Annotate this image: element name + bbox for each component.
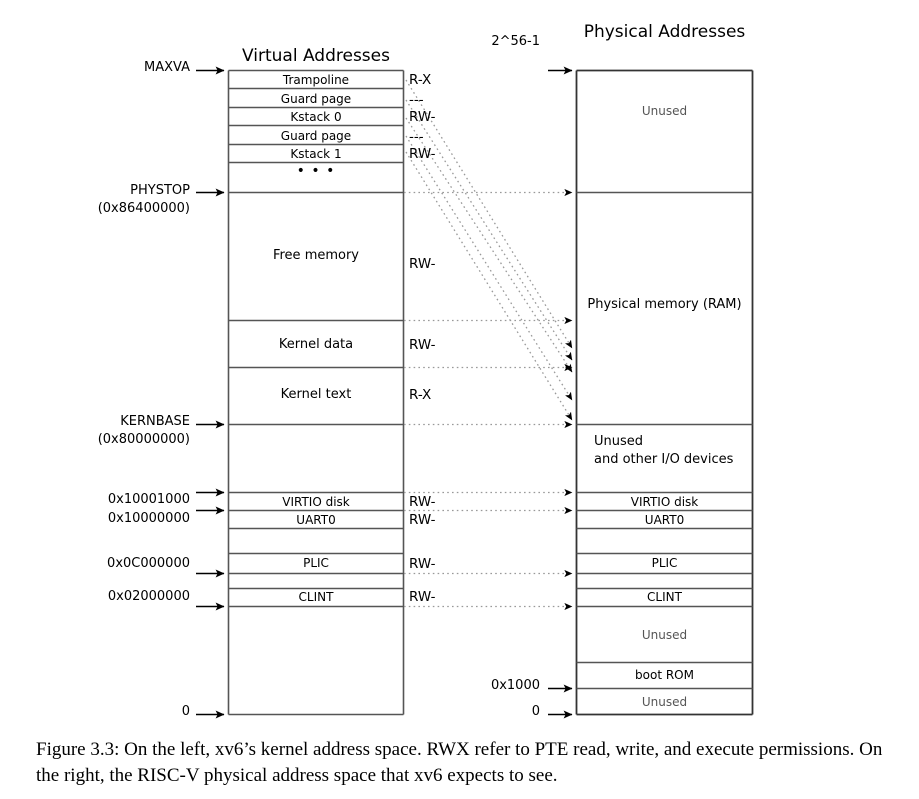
phys-region-unused-io-line1: Unused	[594, 434, 644, 449]
figure-caption: Figure 3.3: On the left, xv6’s kernel ad…	[36, 739, 883, 787]
marker-virtio-addr: 0x10001000	[107, 492, 190, 507]
perm-free-memory: RW-	[409, 256, 436, 272]
region-ellipsis: • • •	[296, 163, 336, 179]
perm-guard-page-1: ---	[409, 129, 424, 145]
perm-trampoline: R-X	[409, 72, 432, 88]
perm-kstack-0: RW-	[409, 109, 436, 125]
perm-clint: RW-	[409, 589, 436, 605]
virtual-marker-arrows	[196, 66, 225, 719]
region-free-memory: Free memory	[272, 248, 360, 263]
perm-virtio-disk: RW-	[409, 494, 436, 510]
marker-bootrom-addr: 0x1000	[490, 678, 540, 693]
phys-region-boot-rom: boot ROM	[635, 668, 694, 682]
marker-kernbase-value: (0x80000000)	[97, 432, 190, 447]
region-uart0: UART0	[296, 513, 336, 527]
region-kernel-data: Kernel data	[278, 337, 354, 352]
region-guard-page-0: Guard page	[280, 92, 352, 106]
perm-plic: RW-	[409, 556, 436, 572]
phys-region-plic: PLIC	[651, 556, 678, 570]
virtual-row-dividers	[228, 87, 404, 608]
address-space-diagram	[196, 66, 754, 719]
marker-clint-addr: 0x02000000	[107, 589, 190, 604]
marker-phystop-name: PHYSTOP	[130, 183, 190, 198]
perm-kernel-data: RW-	[409, 337, 436, 353]
region-trampoline: Trampoline	[282, 73, 350, 87]
diagonal-mapping-lines	[405, 79, 573, 421]
marker-max-phys: 2^56-1	[491, 34, 540, 49]
phys-region-virtio-disk: VIRTIO disk	[630, 495, 699, 509]
phys-region-clint: CLINT	[647, 590, 682, 604]
horizontal-mapping-lines	[404, 189, 573, 610]
phys-region-unused-bottom: Unused	[641, 695, 688, 709]
region-kstack-1: Kstack 1	[290, 147, 342, 161]
perm-guard-page-0: ---	[409, 92, 424, 108]
phys-region-unused-top: Unused	[641, 104, 688, 118]
perm-kstack-1: RW-	[409, 146, 436, 162]
phys-region-unused-mid: Unused	[641, 628, 688, 642]
virtual-column-title: Virtual Addresses	[242, 46, 390, 66]
region-virtio-disk: VIRTIO disk	[282, 495, 350, 509]
phys-region-ram: Physical memory (RAM)	[587, 297, 742, 312]
region-clint: CLINT	[298, 590, 334, 604]
region-kstack-0: Kstack 0	[290, 110, 342, 124]
physical-row-dividers	[576, 191, 753, 690]
physical-column-title: Physical Addresses	[583, 22, 746, 42]
perm-uart0: RW-	[409, 512, 436, 528]
marker-maxva: MAXVA	[144, 60, 190, 75]
marker-phystop-value: (0x86400000)	[97, 201, 190, 216]
phys-region-uart0: UART0	[644, 513, 685, 527]
marker-zero-addr: 0	[181, 704, 190, 719]
marker-phys-zero-addr: 0	[531, 704, 540, 719]
region-kernel-text: Kernel text	[280, 387, 352, 402]
region-plic: PLIC	[303, 556, 329, 570]
physical-marker-arrows	[548, 66, 573, 719]
marker-plic-addr: 0x0C000000	[107, 556, 190, 571]
region-guard-page-1: Guard page	[280, 129, 352, 143]
marker-kernbase-name: KERNBASE	[120, 414, 190, 429]
physical-box-outline	[575, 69, 754, 716]
phys-region-unused-io-line2: and other I/O devices	[594, 452, 734, 467]
marker-uart0-addr: 0x10000000	[107, 511, 190, 526]
perm-kernel-text: R-X	[409, 387, 432, 403]
